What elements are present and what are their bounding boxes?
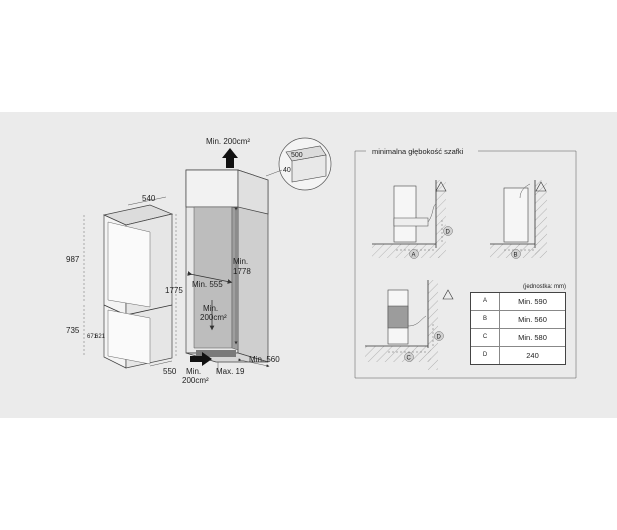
tag-d-c: D — [437, 335, 442, 341]
table-value: 240 — [526, 351, 539, 360]
niche-top-cabinet — [185, 169, 239, 208]
fridge-upper-door — [107, 221, 151, 308]
table-row: D 240 — [471, 346, 565, 364]
table-row: A Min. 590 — [471, 293, 565, 310]
detail-40-label: 40 — [283, 167, 291, 174]
niche-width-label: Min. 555 — [192, 280, 223, 289]
warning-icon-a — [435, 181, 447, 192]
bottom-vent-arrow-icon — [190, 352, 212, 366]
top-vent-arrow-icon — [222, 148, 238, 168]
fridge-drawer-label-b: 621 — [95, 334, 106, 340]
fridge-lower-height-label: 735 — [66, 326, 80, 335]
tag-b: B — [514, 253, 518, 259]
inner-vent-label-1: Min. — [203, 304, 218, 313]
niche-depth-label: Min. 560 — [249, 355, 280, 364]
tag-c: C — [407, 356, 412, 362]
table-key: D — [471, 347, 500, 364]
table-key: B — [471, 311, 500, 328]
fridge-height-label: 1775 — [165, 286, 183, 295]
niche-drawing: Min. 200cm² Min. 1778 Min. 555 Min. 200c… — [182, 137, 332, 385]
max-gap-label: Max. 19 — [216, 367, 245, 376]
niche-cavity — [193, 206, 233, 349]
table-value: Min. 590 — [518, 297, 547, 306]
inner-vent-label-2: 200cm² — [200, 313, 227, 322]
tag-a: A — [412, 253, 416, 259]
table-key: A — [471, 293, 500, 310]
niche-height-label-2: 1778 — [233, 267, 251, 276]
warning-icon-b — [535, 181, 547, 192]
top-vent-label: Min. 200cm² — [206, 137, 250, 146]
tag-d-a: D — [446, 230, 451, 236]
diagram-c: C D — [365, 280, 454, 370]
fridge-drawer-label-a: 671 — [87, 334, 98, 340]
depth-panel: minimalna głębokość szafki A D — [354, 147, 577, 379]
niche-height-label-1: Min. — [233, 257, 248, 266]
bottom-vent-label-2: 200cm² — [182, 376, 209, 385]
table-value: Min. 580 — [518, 333, 547, 342]
table-value: Min. 560 — [518, 315, 547, 324]
fridge-drawing: 540 987 735 671 621 1775 550 — [66, 194, 183, 376]
fridge-width-label: 540 — [142, 194, 156, 203]
warning-icon-c — [442, 289, 454, 300]
table-row: C Min. 580 — [471, 328, 565, 346]
fridge-upper-height-label: 987 — [66, 255, 80, 264]
diagram-a: A D — [372, 180, 453, 259]
bottom-vent-label-1: Min. — [186, 367, 201, 376]
table-key: C — [471, 329, 500, 346]
table-row: B Min. 560 — [471, 310, 565, 328]
table-unit-label: (jednostka: mm) — [522, 284, 566, 290]
fridge-lower-door — [107, 309, 151, 365]
depth-panel-title: minimalna głębokość szafki — [372, 147, 464, 156]
fridge-depth-label: 550 — [163, 367, 177, 376]
detail-500-label: 500 — [291, 152, 303, 159]
diagram-b: B — [490, 180, 547, 259]
